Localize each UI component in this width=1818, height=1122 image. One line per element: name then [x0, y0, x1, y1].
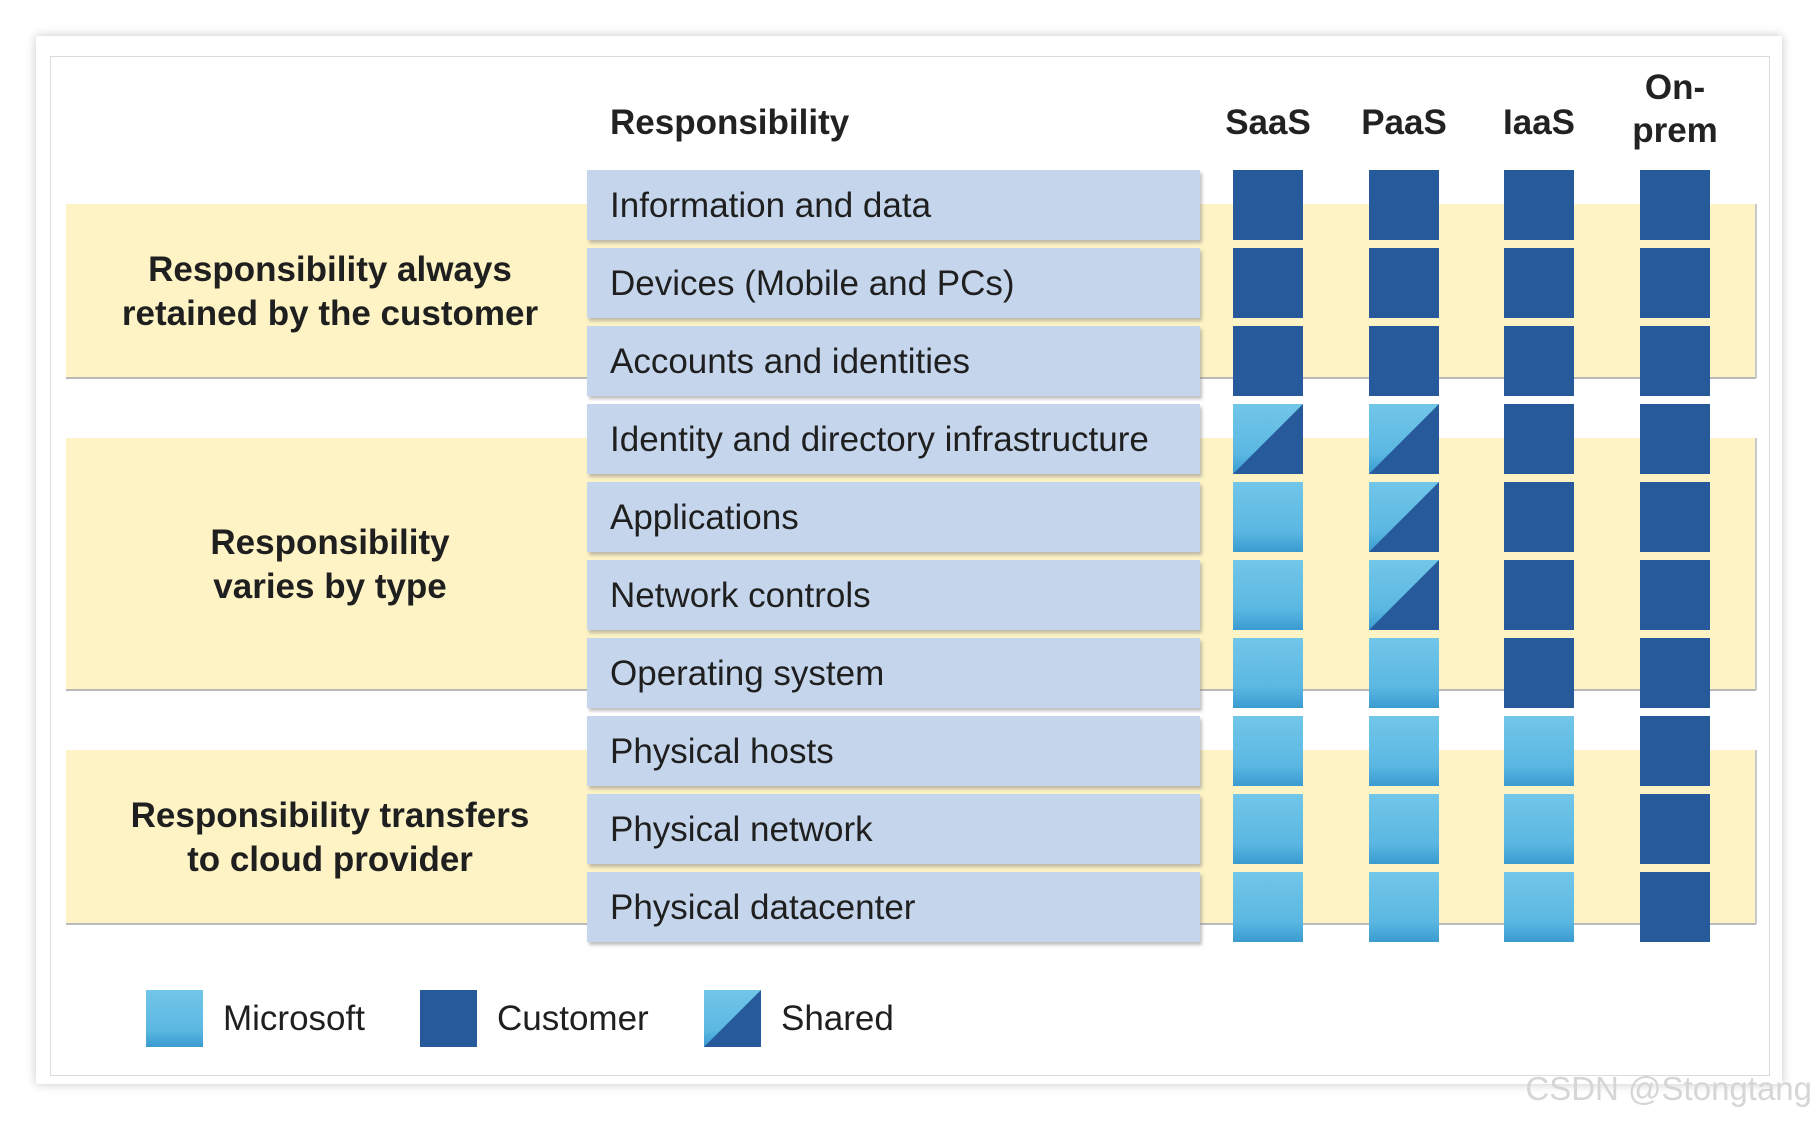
row-label: Physical network — [610, 810, 873, 849]
row-box — [587, 170, 1200, 240]
cell-microsoft — [1369, 872, 1439, 942]
cell-microsoft — [1233, 638, 1303, 708]
legend-swatch-shared — [704, 990, 761, 1047]
cell-customer — [1504, 482, 1574, 552]
cell-microsoft — [1504, 872, 1574, 942]
cell-microsoft — [1233, 560, 1303, 630]
row-box — [587, 560, 1200, 630]
row-label: Physical hosts — [610, 732, 834, 771]
row-box — [587, 482, 1200, 552]
cell-customer — [1504, 638, 1574, 708]
row-label: Accounts and identities — [610, 342, 970, 381]
cell-customer — [1504, 326, 1574, 396]
row-label: Information and data — [610, 186, 932, 225]
cell-shared — [1233, 404, 1303, 474]
row-box — [587, 794, 1200, 864]
legend-swatch-customer — [420, 990, 477, 1047]
cell-customer — [1640, 794, 1710, 864]
cell-shared — [1369, 560, 1439, 630]
cell-customer — [1369, 170, 1439, 240]
legend-label: Customer — [497, 999, 649, 1038]
responsibility-row: Operating system — [587, 638, 1200, 708]
responsibility-row: Network controls — [587, 560, 1200, 630]
cell-customer — [1504, 248, 1574, 318]
cell-shared — [1369, 482, 1439, 552]
legend-swatch-microsoft — [146, 990, 203, 1047]
cell-microsoft — [1504, 716, 1574, 786]
band-label-line: Responsibility transfers — [131, 796, 530, 835]
cell-customer — [1369, 326, 1439, 396]
cell-microsoft — [1369, 638, 1439, 708]
cell-customer — [1640, 170, 1710, 240]
band-label-line: Responsibility always — [148, 250, 512, 289]
row-box — [587, 326, 1200, 396]
column-header-1: PaaS — [1361, 103, 1447, 142]
band-label-line: Responsibility — [210, 523, 450, 562]
row-box — [587, 404, 1200, 474]
cell-microsoft — [1233, 794, 1303, 864]
column-header-2: IaaS — [1503, 103, 1575, 142]
row-box — [587, 248, 1200, 318]
cell-microsoft — [1504, 794, 1574, 864]
responsibility-row: Accounts and identities — [587, 326, 1200, 396]
cell-customer — [1640, 404, 1710, 474]
cell-customer — [1640, 482, 1710, 552]
legend-label: Microsoft — [223, 999, 365, 1038]
row-label: Network controls — [610, 576, 871, 615]
column-header-3: On-prem — [1632, 68, 1718, 150]
row-box — [587, 638, 1200, 708]
row-label: Applications — [610, 498, 799, 537]
responsibility-row: Devices (Mobile and PCs) — [587, 248, 1200, 318]
legend-item-microsoft: Microsoft — [146, 990, 365, 1047]
row-label: Devices (Mobile and PCs) — [610, 264, 1015, 303]
cell-customer — [1640, 326, 1710, 396]
legend-label: Shared — [781, 999, 894, 1038]
cell-customer — [1504, 404, 1574, 474]
cell-microsoft — [1233, 482, 1303, 552]
band-label-line: retained by the customer — [122, 294, 539, 333]
cell-customer — [1504, 170, 1574, 240]
column-header-0: SaaS — [1225, 103, 1311, 142]
cell-microsoft — [1369, 794, 1439, 864]
row-label: Physical datacenter — [610, 888, 916, 927]
cell-customer — [1640, 716, 1710, 786]
cell-customer — [1640, 638, 1710, 708]
cell-shared — [1369, 404, 1439, 474]
cell-customer — [1640, 560, 1710, 630]
responsibility-row: Identity and directory infrastructure — [587, 404, 1200, 474]
cell-microsoft — [1369, 716, 1439, 786]
row-box — [587, 716, 1200, 786]
cell-customer — [1233, 170, 1303, 240]
cell-customer — [1233, 248, 1303, 318]
responsibility-row: Physical hosts — [587, 716, 1200, 786]
cell-microsoft — [1233, 872, 1303, 942]
legend-item-shared: Shared — [704, 990, 894, 1047]
cell-customer — [1369, 248, 1439, 318]
row-label: Operating system — [610, 654, 884, 693]
cell-customer — [1233, 326, 1303, 396]
row-box — [587, 872, 1200, 942]
responsibility-row: Applications — [587, 482, 1200, 552]
responsibility-row: Physical network — [587, 794, 1200, 864]
cell-microsoft — [1233, 716, 1303, 786]
watermark: CSDN @Stongtang — [1525, 1070, 1812, 1107]
responsibility-header: Responsibility — [610, 103, 850, 142]
row-label: Identity and directory infrastructure — [610, 420, 1149, 459]
legend-item-customer: Customer — [420, 990, 649, 1047]
band-label-line: to cloud provider — [187, 840, 473, 879]
responsibility-row: Physical datacenter — [587, 872, 1200, 942]
cell-customer — [1504, 560, 1574, 630]
band-label-line: varies by type — [213, 567, 446, 606]
responsibility-row: Information and data — [587, 170, 1200, 240]
cell-customer — [1640, 872, 1710, 942]
cell-customer — [1640, 248, 1710, 318]
